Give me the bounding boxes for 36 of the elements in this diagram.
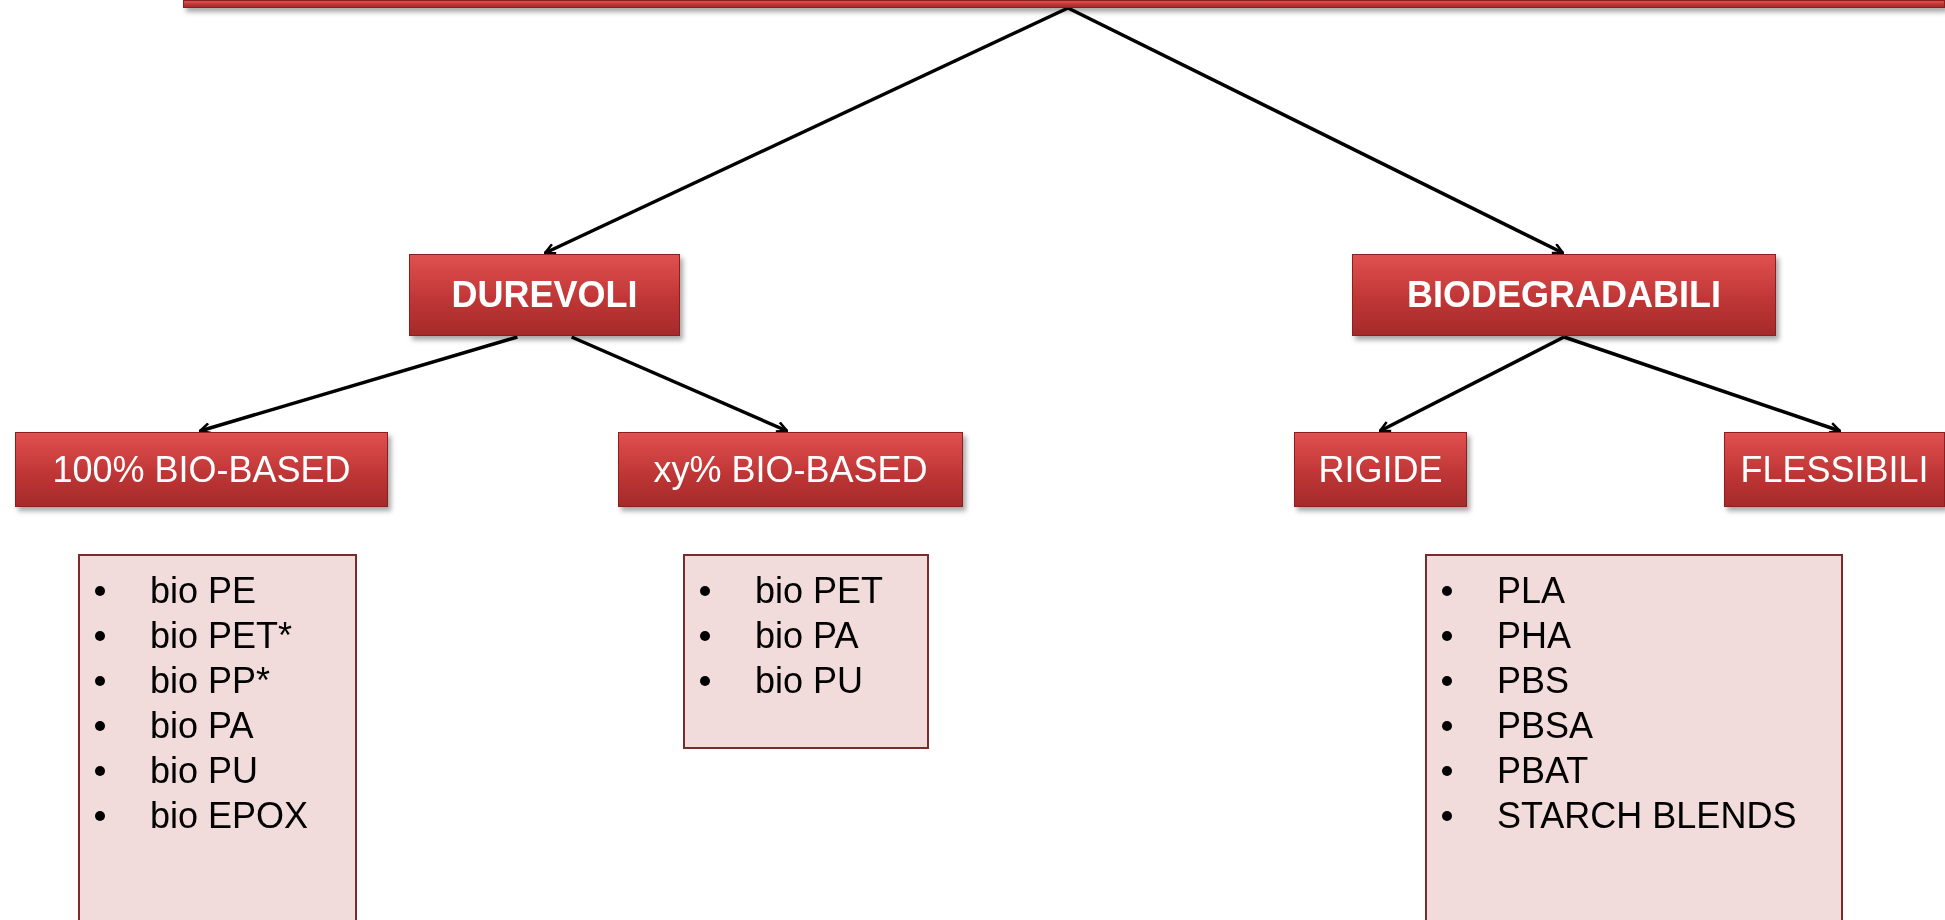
category-box: [1294, 432, 1467, 507]
list-panel: [78, 554, 357, 920]
list-item: PBS: [1497, 660, 1570, 701]
list-item: PBSA: [1497, 705, 1594, 746]
list-item: bio PU: [150, 750, 259, 791]
category-box: [1724, 432, 1945, 507]
arrow: [543, 6, 1069, 255]
list-panel: [683, 554, 929, 749]
list-item: bio PET: [755, 570, 884, 611]
title-bar: [183, 0, 1945, 8]
category-box: [409, 254, 680, 336]
box-label: xy% BIO-BASED: [653, 448, 928, 491]
list-item: bio PE: [150, 570, 257, 611]
arrow: [1067, 6, 1565, 255]
category-box: [618, 432, 963, 507]
box-label: BIODEGRADABILI: [1407, 274, 1721, 316]
list-item: bio PET*: [150, 615, 293, 656]
list-panel: [1425, 554, 1843, 920]
list-item: bio EPOX: [150, 795, 309, 836]
arrow: [570, 335, 789, 433]
list-item: bio PU: [755, 660, 864, 701]
arrow: [1563, 335, 1842, 434]
box-label: RIGIDE: [1318, 448, 1443, 491]
arrow: [1378, 335, 1565, 433]
list-item: bio PP*: [150, 660, 271, 701]
list-item: STARCH BLENDS: [1497, 795, 1797, 836]
box-label: 100% BIO-BASED: [52, 448, 351, 491]
list-item: PBAT: [1497, 750, 1589, 791]
box-label: DUREVOLI: [451, 274, 638, 316]
category-box: [15, 432, 388, 507]
box-label: FLESSIBILI: [1740, 448, 1929, 491]
category-box: [1352, 254, 1776, 336]
list-item: bio PA: [755, 615, 859, 656]
list-item: PLA: [1497, 570, 1566, 611]
list-item: bio PA: [150, 705, 254, 746]
list-item: PHA: [1497, 615, 1572, 656]
